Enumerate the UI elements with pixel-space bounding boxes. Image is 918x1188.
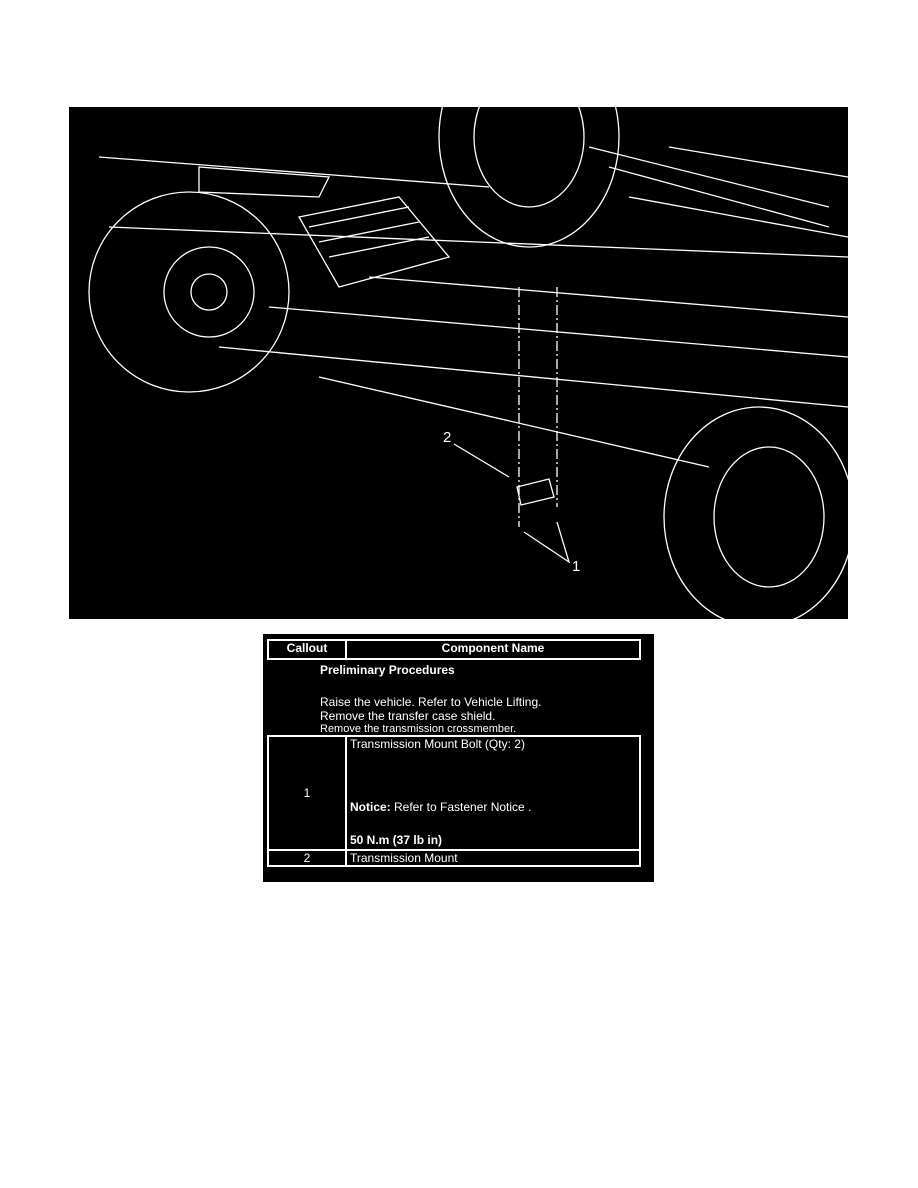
preliminary-title: Preliminary Procedures (320, 663, 455, 677)
header-callout: Callout (267, 639, 347, 660)
component-table: Callout Component Name Preliminary Proce… (263, 634, 654, 882)
header-component-name: Component Name (345, 639, 641, 660)
callout-cell: 2 (267, 849, 347, 867)
table-row: 1 Transmission Mount Bolt (Qty: 2) Notic… (267, 735, 641, 851)
callout-1-label: 1 (572, 558, 581, 575)
preliminary-step: Remove the transmission crossmember. (320, 723, 517, 735)
preliminary-step: Raise the vehicle. Refer to Vehicle Lift… (320, 695, 542, 709)
callout-2-label: 2 (443, 429, 452, 446)
preliminary-procedures-row: Preliminary Procedures Raise the vehicle… (268, 658, 640, 737)
callout-cell: 1 (267, 735, 347, 851)
table-header-row: Callout Component Name (267, 639, 641, 660)
torque-spec: 50 N.m (37 lb in) (350, 833, 443, 847)
notice-label: Notice: (350, 800, 391, 814)
vehicle-underbody-illustration: 2 1 (69, 107, 848, 619)
table-row: 2 Transmission Mount (267, 849, 641, 867)
notice-text: Refer to Fastener Notice . (390, 800, 532, 814)
component-name: Transmission Mount Bolt (Qty: 2) (350, 737, 525, 751)
component-name: Transmission Mount (345, 849, 641, 867)
preliminary-step: Remove the transfer case shield. (320, 709, 496, 723)
